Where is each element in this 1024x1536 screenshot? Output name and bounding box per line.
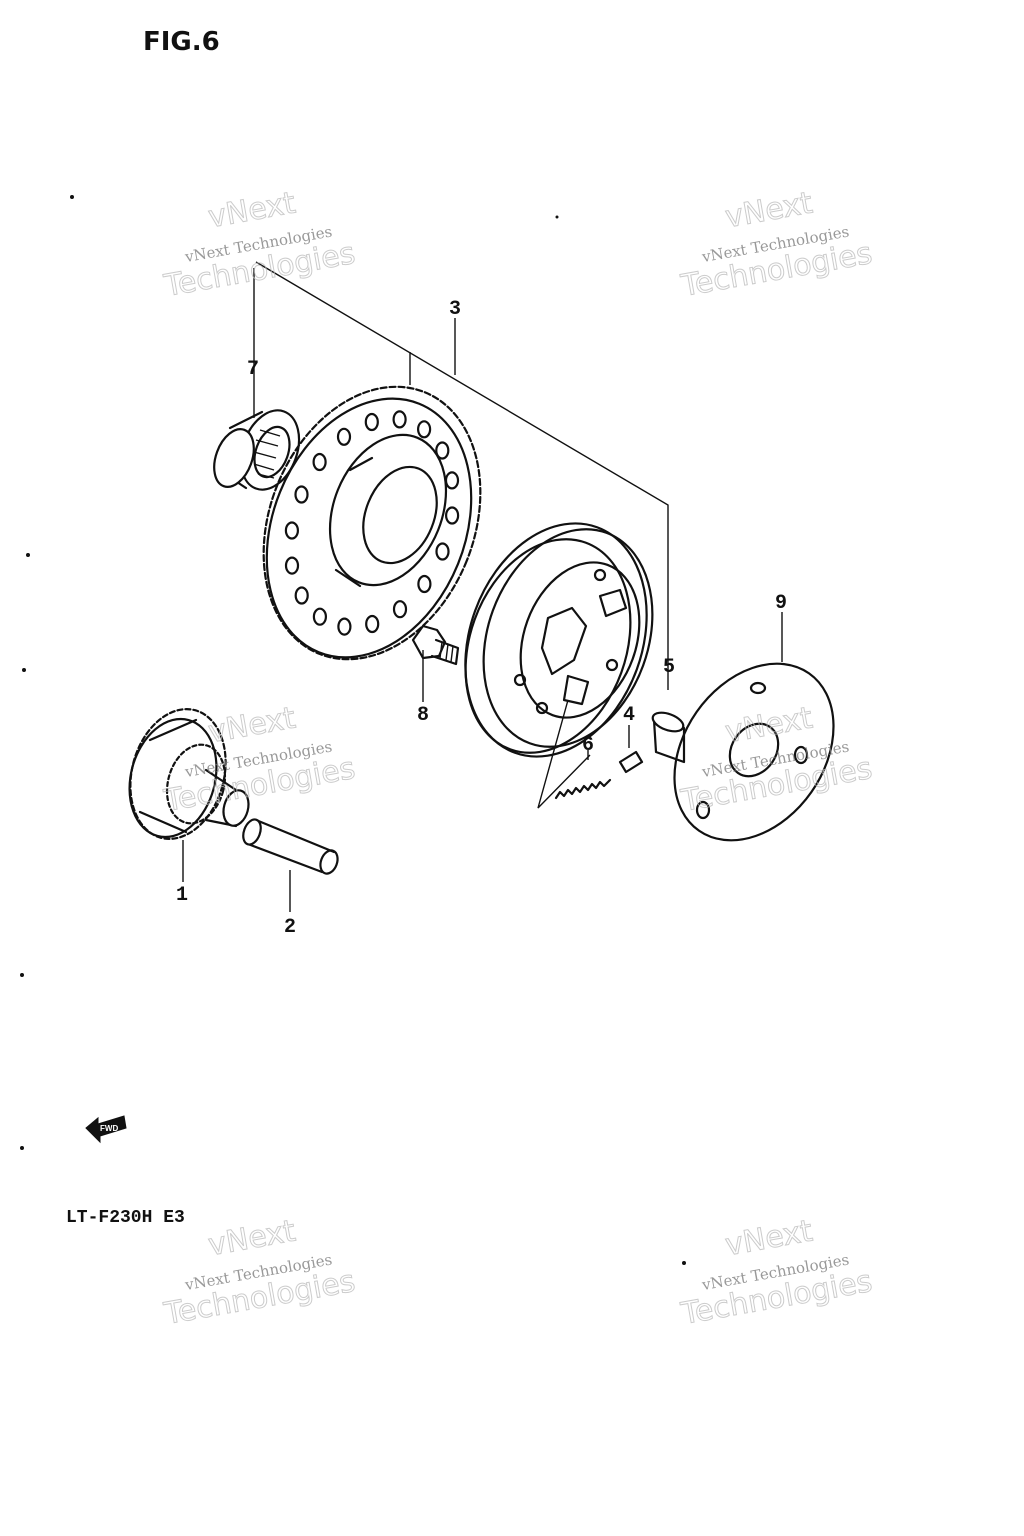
callout-6: 6 xyxy=(582,734,594,757)
gear-hole xyxy=(444,471,460,490)
gear-hole xyxy=(435,542,450,561)
watermark: vNext vNext Technologies Technologies xyxy=(677,185,875,305)
reference-lines xyxy=(182,261,783,912)
callout-7: 7 xyxy=(247,358,259,381)
gear-hole xyxy=(312,452,327,472)
fwd-arrow-icon: FWD xyxy=(85,1115,127,1144)
gear-hole xyxy=(392,600,408,619)
pin-part-4 xyxy=(618,750,644,774)
bolt-part-8 xyxy=(411,624,460,666)
watermark: vNext vNext Technologies Technologies xyxy=(677,1213,875,1333)
one-way-clutch-housing xyxy=(464,522,654,758)
callout-9: 9 xyxy=(775,592,787,615)
needle-bearing-part-7 xyxy=(213,409,301,491)
fwd-label: FWD xyxy=(100,1124,118,1133)
model-code: LT-F230H E3 xyxy=(66,1208,185,1228)
watermark: vNext vNext Technologies Technologies xyxy=(160,185,358,305)
gear-hole xyxy=(284,521,299,540)
idle-gear-part-1 xyxy=(128,708,250,840)
roller-part-5 xyxy=(651,711,686,764)
shaft-part-2 xyxy=(242,818,339,875)
watermark: vNext vNext Technologies Technologies xyxy=(677,700,875,820)
svg-text:vNext: vNext xyxy=(206,186,299,236)
svg-text:vNext: vNext xyxy=(723,1214,816,1264)
spring-part-6 xyxy=(554,778,612,800)
callout-5: 5 xyxy=(663,656,675,679)
gear-hole xyxy=(336,427,352,446)
washer-part-9 xyxy=(673,662,835,842)
gear-hole xyxy=(337,617,352,636)
callout-3: 3 xyxy=(449,298,461,321)
scan-dots xyxy=(20,195,686,1265)
gear-hole xyxy=(417,574,432,594)
svg-text:vNext: vNext xyxy=(723,186,816,236)
gear-hole xyxy=(364,412,379,432)
svg-text:vNext: vNext xyxy=(206,701,299,751)
callout-labels: 1 2 3 4 5 6 7 8 9 xyxy=(176,298,787,939)
svg-text:vNext: vNext xyxy=(723,701,816,751)
svg-text:vNext: vNext xyxy=(206,1214,299,1264)
gear-hole xyxy=(435,441,450,460)
watermarks: vNext vNext Technologies Technologies vN… xyxy=(160,185,875,1333)
callout-4: 4 xyxy=(623,704,635,727)
gear-hole xyxy=(417,420,432,439)
gear-hole xyxy=(365,614,380,634)
gear-hole xyxy=(294,485,309,504)
callout-2: 2 xyxy=(284,916,296,939)
gear-hole xyxy=(284,556,300,575)
gear-hole xyxy=(392,410,407,429)
starter-driven-gear-part-3 xyxy=(262,385,482,661)
watermark: vNext vNext Technologies Technologies xyxy=(160,700,358,820)
callout-1: 1 xyxy=(176,884,188,907)
figure-title: FIG.6 xyxy=(143,27,220,57)
callout-8: 8 xyxy=(417,704,429,727)
gear-hole xyxy=(312,607,327,626)
gear-hole xyxy=(294,586,309,605)
gear-hole xyxy=(445,506,460,525)
